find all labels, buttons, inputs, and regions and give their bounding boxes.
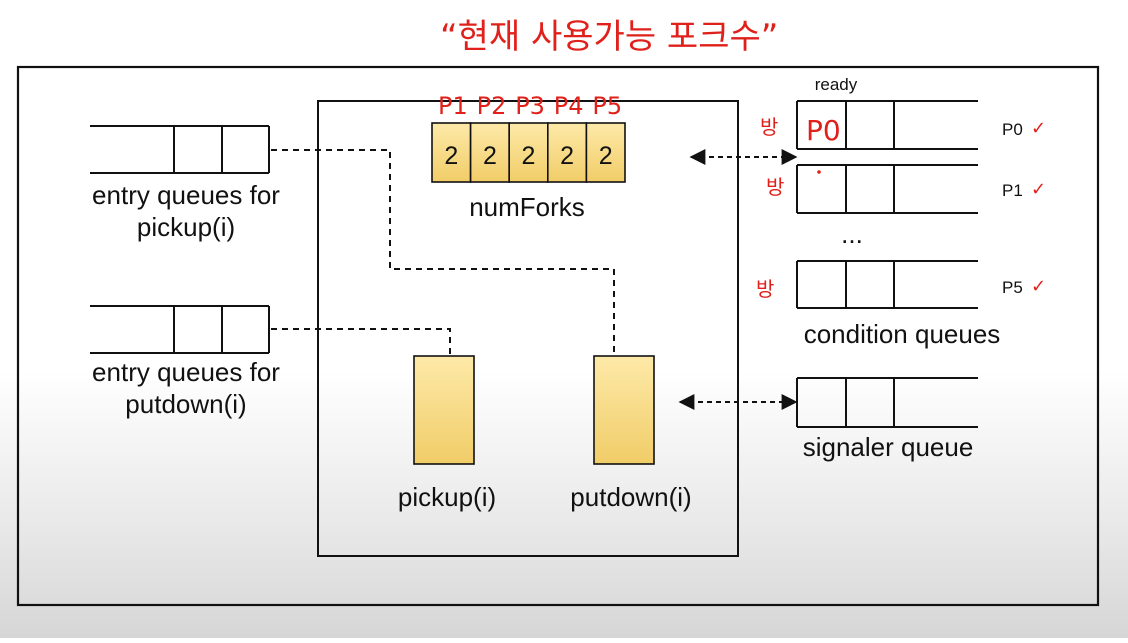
handwritten-title-note: “현재 사용가능 포크수” — [440, 17, 778, 57]
ready-label: ready — [815, 75, 858, 94]
handwritten-dot — [817, 170, 821, 174]
condition-queue-p0 — [796, 100, 978, 150]
condition-queue-p1 — [796, 164, 978, 214]
philosopher-label-4: P4 — [554, 92, 584, 120]
pickup-to-putdown-dashed-connector — [271, 149, 615, 355]
numforks-label: numForks — [469, 192, 585, 222]
entry-putdown-label-line2: putdown(i) — [125, 389, 246, 419]
condition-queues-label: condition queues — [804, 319, 1001, 349]
outer-frame — [16, 65, 1100, 607]
handwritten-checkmark-p0: ✓ — [1031, 118, 1046, 139]
philosopher-label-2: P2 — [477, 92, 507, 120]
condition-row-label-p1: P1 — [1002, 181, 1023, 200]
philosopher-label-1: P1 — [438, 92, 468, 120]
philosopher-label-3: P3 — [515, 92, 545, 120]
handwritten-side-note-p1: 방 — [766, 175, 784, 199]
entry-putdown-label-line1: entry queues for — [92, 357, 280, 387]
entry-pickup-label-line2: pickup(i) — [137, 212, 235, 242]
numforks-value-2: 2 — [522, 142, 536, 170]
pickup-procedure-box — [413, 355, 475, 465]
signaler-queue-label: signaler queue — [803, 432, 974, 462]
numforks-value-0: 2 — [444, 142, 458, 170]
handwritten-cell-note-p0: P0 — [806, 114, 841, 147]
handwritten-side-note-p5: 방 — [756, 277, 774, 301]
handwritten-side-note-p0: 방 — [760, 115, 778, 139]
condition-row-label-p0: P0 — [1002, 120, 1023, 139]
numforks-value-4: 2 — [599, 142, 613, 170]
handwritten-checkmark-p5: ✓ — [1031, 276, 1046, 297]
numforks-value-3: 2 — [560, 142, 574, 170]
pickup-label: pickup(i) — [398, 482, 496, 512]
numforks-cell-2 — [508, 122, 549, 183]
signaler-queue — [796, 377, 978, 428]
numforks-cell-1 — [469, 122, 511, 183]
handwritten-checkmark-p1: ✓ — [1031, 179, 1046, 200]
numforks-cell-3 — [546, 122, 588, 183]
numforks-cell-4 — [585, 122, 626, 183]
putdown-procedure-box — [593, 355, 655, 465]
numforks-value-1: 2 — [483, 142, 497, 170]
condition-queue-p5 — [796, 260, 978, 309]
entry-queue-putdown — [90, 305, 270, 354]
philosopher-label-5: P5 — [592, 92, 622, 120]
putdown-queue-to-pickup-dashed-connector — [271, 328, 451, 355]
putdown-label: putdown(i) — [570, 482, 691, 512]
entry-pickup-label-line1: entry queues for — [92, 180, 280, 210]
condition-ellipsis: ... — [841, 219, 863, 249]
condition-row-label-p5: P5 — [1002, 278, 1023, 297]
philosopher-labels: P1 P2 P3 P4 P5 — [438, 92, 622, 120]
entry-queue-pickup — [90, 125, 270, 174]
